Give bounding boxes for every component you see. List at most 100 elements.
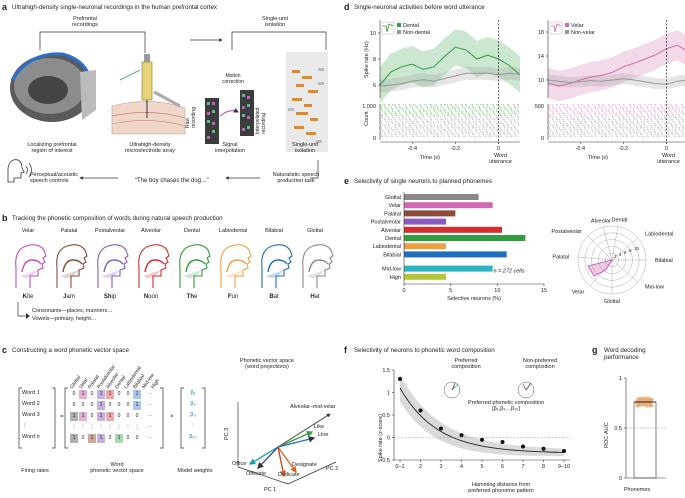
- bar-category-label: Velar: [388, 203, 401, 209]
- x-tick-label: 5: [480, 464, 483, 470]
- example-word-rest: un: [231, 294, 239, 300]
- polar-tick-label: 2: [614, 254, 617, 259]
- panel-g-title: Word decoding performance: [604, 347, 646, 362]
- matrix-cell: 1: [88, 434, 96, 443]
- example-word-onset: H: [310, 294, 315, 300]
- y-tick-label: 18: [538, 30, 544, 36]
- y-tick-label: 14: [538, 54, 544, 60]
- raster-count-label: 1,000: [362, 104, 376, 110]
- panel-e-label: e: [344, 176, 350, 186]
- data-point: [480, 437, 484, 442]
- label-nonpreferred: Non-preferred composition: [522, 358, 558, 371]
- bar: [404, 194, 479, 200]
- panel-e-charts: GlottalVelarPalatalPostalveolarAlveolarD…: [371, 192, 673, 305]
- example-word-rest: ip: [111, 294, 117, 300]
- g-xlabel: Phonemes: [623, 487, 651, 493]
- bar-category-label: Glottal: [385, 195, 401, 201]
- y-tick-label: 8: [373, 57, 376, 63]
- label-raw-recording: Raw recording: [185, 107, 197, 128]
- data-point: [636, 403, 640, 407]
- place-name: Bilabial: [265, 228, 283, 234]
- polar-tuning-shape: [587, 259, 613, 277]
- example-word: Hat: [295, 294, 335, 300]
- word-row-label: ⋮: [22, 423, 28, 429]
- legend-swatch: [565, 23, 569, 27]
- matrix-cell: 0: [135, 435, 139, 441]
- matrix-cell: 1: [79, 390, 87, 399]
- legend-waveform: [551, 23, 562, 33]
- bar-category-label: Mid-low: [382, 267, 401, 273]
- place-name: Labiodental: [218, 228, 248, 234]
- y-tick-label: 10: [370, 31, 376, 37]
- data-point: [641, 402, 645, 407]
- matrix-cell: 0: [126, 435, 130, 441]
- place-name: Palatal: [60, 228, 78, 234]
- single-unit-illustration: [286, 52, 328, 152]
- data-point: [650, 403, 654, 408]
- fit-line: [399, 387, 565, 453]
- example-sentence: “The boy chases the dog…”: [134, 178, 210, 184]
- vocal-tract-icon: [302, 244, 334, 288]
- equals-sign: =: [60, 414, 64, 420]
- example-word-onset: K: [22, 294, 27, 300]
- composition-arrow: [525, 382, 532, 391]
- matrix-cell-ellipsis: …: [147, 401, 153, 407]
- firing-rate-bracket: [18, 387, 56, 449]
- microelectrode-illustration: [111, 54, 186, 135]
- series-line: [379, 46, 521, 86]
- matrix-cell: 1: [97, 390, 105, 399]
- mri-image: [8, 50, 96, 132]
- y-tick-label: -0.5: [381, 458, 390, 464]
- vocal-tract-icon: [261, 244, 293, 288]
- series-band: [380, 29, 520, 104]
- matrix-cell: 1: [133, 390, 141, 399]
- bar-category-label: Bilabial: [383, 252, 401, 258]
- bar-category-label: Labiodental: [373, 244, 401, 250]
- polar-spoke: [578, 256, 613, 261]
- polar-axis-label: Alveolar: [591, 218, 611, 224]
- example-word: Ship: [90, 294, 130, 300]
- x-tick-label: 6: [501, 464, 504, 470]
- example-word-onset: N: [143, 294, 149, 300]
- x-tick-label: 0: [665, 146, 668, 152]
- x-tick-label: 0–1: [395, 464, 404, 470]
- example-word-onset: J: [63, 294, 67, 300]
- polar-spoke: [611, 259, 639, 283]
- label-preferred: Preferred composition: [451, 358, 481, 371]
- panel-a-label: a: [2, 2, 8, 12]
- word-utterance-label: utterance: [657, 159, 680, 165]
- data-point: [562, 449, 566, 453]
- y-tick-label: 6: [373, 83, 376, 89]
- matrix-cell: ⋮: [125, 424, 131, 430]
- series-band: [548, 73, 685, 90]
- times-sign: ×: [170, 414, 174, 420]
- series-line: [379, 72, 521, 87]
- matrix-cell: 1: [106, 390, 114, 399]
- bar: [404, 226, 502, 233]
- model-weight: β₁₀: [189, 434, 197, 440]
- matrix-cell: 0: [90, 391, 94, 397]
- matrix-cell: ⋮: [134, 424, 140, 430]
- composition-arrow: [451, 382, 456, 391]
- matrix-cell: 1: [70, 412, 78, 421]
- polar-spoke: [611, 237, 639, 261]
- matrix-cell: 1: [97, 412, 105, 421]
- matrix-cell: 0: [117, 413, 121, 419]
- x-tick-label: 0: [402, 288, 405, 294]
- polar-spoke: [587, 235, 613, 261]
- model-weight: β₁: [190, 390, 196, 396]
- word-utterance-label: Word: [662, 153, 675, 159]
- label-firing-rates: Firing rates: [21, 468, 49, 474]
- matrix-cell: 1: [79, 412, 87, 421]
- bar: [404, 218, 446, 225]
- label-preferred-pc: Preferred phonetic composition [β₁,β₂…β₁…: [467, 400, 545, 413]
- label-interpolated-recording: Interpolated recording: [255, 107, 267, 134]
- polar-axis-label: Dental: [612, 218, 628, 224]
- example-word-onset: Sh: [103, 294, 112, 300]
- legend-label: Velar: [571, 23, 584, 29]
- polar-axis-label: Palatal: [552, 254, 569, 260]
- example-word: Bat: [254, 294, 294, 300]
- example-word-onset: Th: [186, 294, 194, 300]
